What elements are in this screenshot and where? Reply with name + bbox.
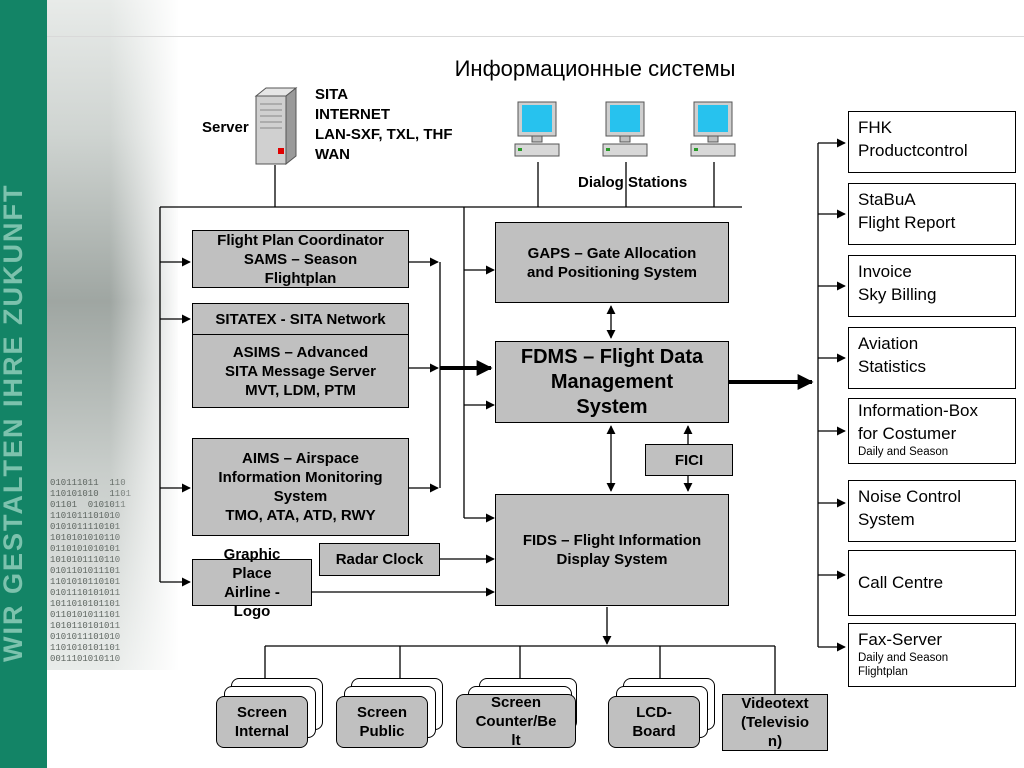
sitatex-box: SITATEX - SITA Network: [192, 303, 409, 335]
gaps-box: GAPS – Gate Allocation and Positioning S…: [495, 222, 729, 303]
side-green-bar: [0, 0, 47, 768]
page-title: Информационные системы: [454, 56, 736, 81]
computer-icon: [602, 100, 650, 164]
decorative-fade: [110, 0, 180, 670]
output-stack-lcd-board: LCD- Board: [608, 678, 718, 750]
radar-clock-box: Radar Clock: [319, 543, 440, 576]
output-stack-screen-public: Screen Public: [336, 678, 446, 750]
fdms-box: FDMS – Flight Data Management System: [495, 341, 729, 423]
aims-box: AIMS – Airspace Information Monitoring S…: [192, 438, 409, 536]
server-icon: [254, 86, 298, 166]
computer-icon: [690, 100, 738, 164]
network-label: SITA INTERNET LAN-SXF, TXL, THF WAN: [315, 86, 453, 163]
call-centre-box: Call Centre: [848, 550, 1016, 616]
fici-box: FICI: [645, 444, 733, 476]
fids-box: FIDS – Flight Information Display System: [495, 494, 729, 606]
top-divider: [47, 36, 1024, 37]
asims-box: ASIMS – Advanced SITA Message Server MVT…: [192, 334, 409, 408]
decorative-binary-text: 010111011 110 110101010 1101 01101 01010…: [50, 478, 131, 664]
graphic-place-box: Graphic Place Airline - Logo: [192, 546, 312, 620]
server-label: Server: [202, 119, 249, 136]
fax-server-box: Fax-Server Daily and Season Flightplan: [848, 623, 1016, 687]
videotext-box: Videotext (Televisio n): [722, 694, 828, 751]
flight-plan-coordinator-box: Flight Plan Coordinator SAMS – Season Fl…: [192, 230, 409, 288]
output-stack-screen-counter: Screen Counter/Be lt: [456, 678, 582, 750]
output-stack-screen-internal: Screen Internal: [216, 678, 326, 750]
computer-icon: [514, 100, 562, 164]
dialog-stations-label: Dialog Stations: [578, 174, 688, 191]
